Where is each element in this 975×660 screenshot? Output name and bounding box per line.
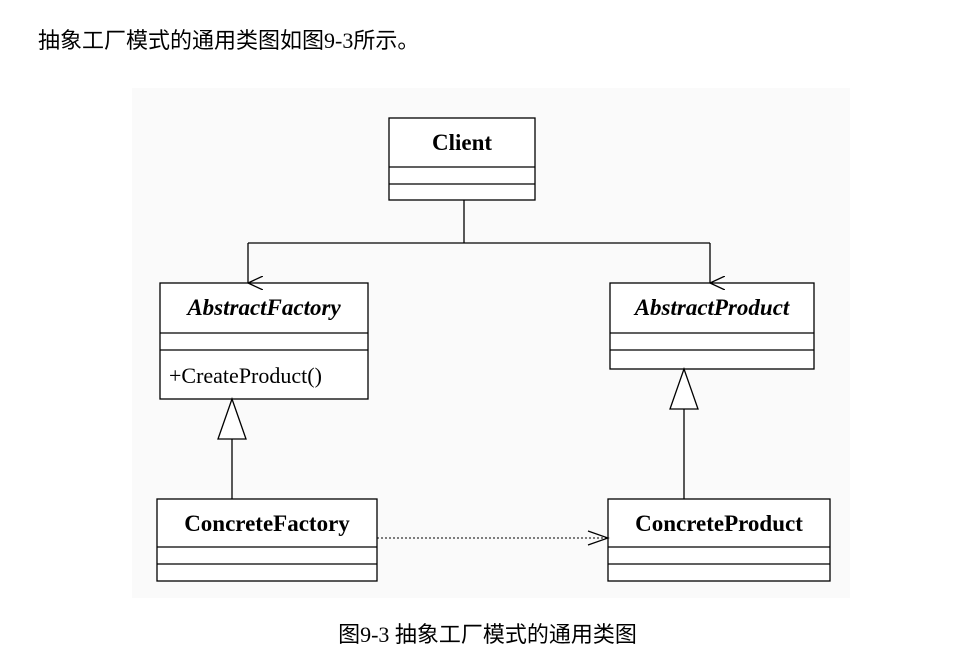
class-client-name: Client: [432, 130, 492, 155]
dependency-concrete-factory-to-concrete-product: [377, 530, 610, 546]
association-client-to-abstract-classes: [248, 200, 710, 283]
class-concrete-product-box: [607, 498, 831, 582]
class-abstract-factory-operation: +CreateProduct(): [169, 363, 322, 388]
class-abstract-factory-name: AbstractFactory: [185, 295, 341, 320]
uml-class-diagram: Client AbstractFactory +CreateProduct() …: [132, 88, 850, 598]
class-concrete-factory: ConcreteFactory: [156, 498, 378, 582]
class-concrete-product: ConcreteProduct: [607, 498, 831, 582]
intro-text: 抽象工厂模式的通用类图如图9-3所示。: [38, 28, 420, 53]
generalization-concrete-factory: [217, 397, 247, 499]
uml-diagram-svg: Client AbstractFactory +CreateProduct() …: [156, 117, 831, 582]
class-client-box: [388, 117, 536, 201]
class-concrete-factory-name: ConcreteFactory: [184, 511, 350, 536]
generalization-triangle-product: [669, 367, 699, 410]
class-abstract-product-box: [609, 282, 815, 370]
class-abstract-product: AbstractProduct: [609, 282, 815, 370]
class-concrete-factory-box: [156, 498, 378, 582]
class-abstract-product-name: AbstractProduct: [633, 295, 790, 320]
figure-caption: 图9-3 抽象工厂模式的通用类图: [338, 622, 637, 647]
class-abstract-factory: AbstractFactory +CreateProduct(): [159, 282, 369, 400]
generalization-concrete-product: [669, 367, 699, 499]
class-client: Client: [388, 117, 536, 201]
class-concrete-product-name: ConcreteProduct: [635, 511, 803, 536]
dependency-arrowhead: [587, 530, 610, 546]
class-abstract-factory-box: [159, 282, 369, 400]
generalization-triangle-factory: [217, 397, 247, 440]
